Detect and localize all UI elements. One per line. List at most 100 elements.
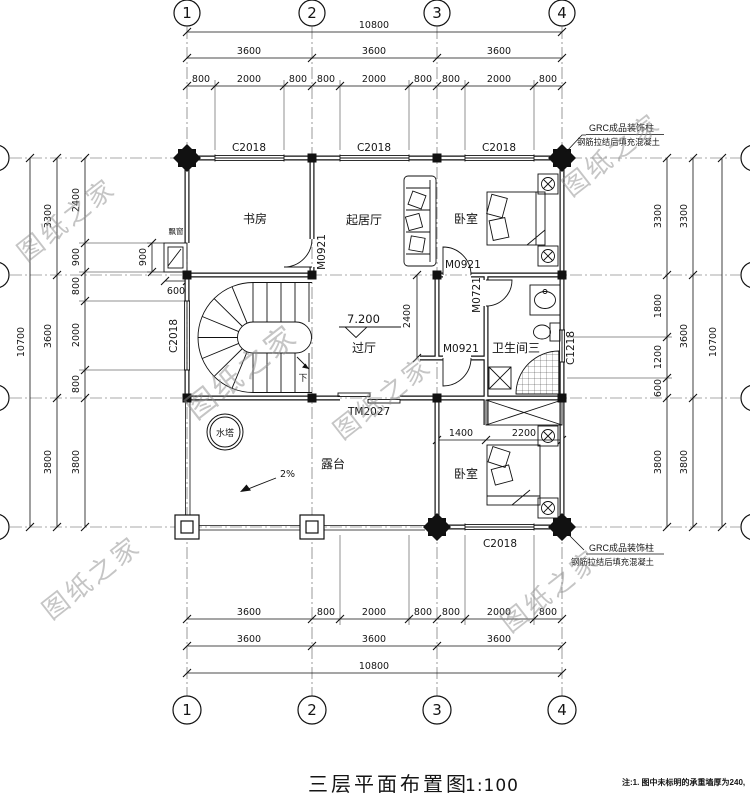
terrace-railing (185, 401, 425, 531)
grc-bottom-line1: GRC成品装饰柱 (589, 542, 654, 553)
watermarks: 图纸之家 图纸之家 图纸之家 图纸之家 图纸之家 图纸之家 (12, 107, 667, 638)
shower (515, 350, 560, 395)
drawing-title: 三层平面布置图 (308, 773, 469, 796)
watermark-6: 图纸之家 (496, 543, 606, 638)
axis-1-top: 1 (182, 4, 192, 22)
window-label-c2018-top2: C2018 (357, 142, 391, 154)
axis-2-bottom: 2 (307, 701, 317, 719)
svg-text:3600: 3600 (679, 324, 690, 348)
svg-text:1800: 1800 (653, 294, 664, 318)
watermark-3: 图纸之家 (180, 319, 304, 426)
svg-text:2400: 2400 (71, 188, 82, 212)
svg-text:3600: 3600 (362, 46, 386, 57)
door-label-m0921-bedroom: M0921 (445, 259, 481, 271)
vanity-sink (529, 284, 561, 316)
axis-3-bottom: 3 (432, 701, 442, 719)
floor-drain-shaft (488, 366, 512, 390)
door-label-m0721: M0721 (471, 277, 483, 313)
water-tower-label: 水塔 (216, 427, 234, 438)
svg-text:2000: 2000 (487, 74, 511, 85)
dim-overall-left: 10700 (16, 327, 27, 357)
door-label-tm2027: TM2027 (347, 406, 390, 418)
grc-top-line1: GRC成品装饰柱 (589, 122, 654, 133)
interior-dimensions: 2400 1400 2200 900 600 (138, 248, 536, 439)
svg-text:800: 800 (317, 607, 335, 618)
svg-text:2000: 2000 (362, 607, 386, 618)
svg-text:1400: 1400 (449, 428, 473, 439)
door-label-m0921-study: M0921 (316, 234, 328, 270)
sliding-door-leaf-1 (337, 392, 371, 397)
svg-text:2200: 2200 (512, 428, 536, 439)
water-tower (206, 413, 244, 451)
svg-text:900: 900 (71, 248, 82, 266)
window-label-c2018-left: C2018 (168, 319, 180, 353)
svg-text:2400: 2400 (402, 304, 413, 328)
svg-text:800: 800 (414, 74, 432, 85)
grc-annotations: GRC成品装饰柱 钢筋拉结后填充混凝土 GRC成品装饰柱 钢筋拉结后填充混凝土 (571, 122, 660, 567)
svg-text:3600: 3600 (487, 634, 511, 645)
svg-text:900: 900 (138, 248, 149, 266)
bay-window (163, 242, 188, 273)
svg-text:1200: 1200 (653, 345, 664, 369)
axis-4-top: 4 (557, 4, 567, 22)
svg-text:3300: 3300 (679, 204, 690, 228)
left-dimensions: 2400 900 800 2000 800 3800 3300 3600 380… (16, 188, 82, 474)
windows (184, 154, 565, 531)
bay-window-label: 飘窗 (169, 226, 184, 236)
svg-text:600: 600 (653, 379, 664, 397)
room-label-study: 书房 (243, 211, 267, 226)
svg-text:800: 800 (317, 74, 335, 85)
svg-text:2000: 2000 (237, 74, 261, 85)
svg-text:3800: 3800 (653, 450, 664, 474)
slope-label: 2% (280, 469, 295, 480)
room-label-bedroom-bottom: 卧室 (454, 466, 478, 481)
axis-4-bottom: 4 (557, 701, 567, 719)
terrace-columns (174, 514, 325, 540)
svg-text:2000: 2000 (362, 74, 386, 85)
svg-text:3800: 3800 (679, 450, 690, 474)
bed-top (486, 173, 559, 267)
sofa (403, 175, 437, 267)
svg-text:800: 800 (442, 607, 460, 618)
svg-text:3300: 3300 (43, 204, 54, 228)
svg-text:2000: 2000 (71, 323, 82, 347)
room-label-bathroom: 卫生间三 (492, 341, 540, 355)
drawing-scale: 1:100 (465, 776, 519, 796)
top-dimensions: 10800 3600 3600 3600 800 2000 800 800 20… (192, 20, 557, 85)
staircase (197, 282, 312, 393)
svg-text:3600: 3600 (237, 607, 261, 618)
svg-text:3800: 3800 (43, 450, 54, 474)
grc-bottom-line2: 钢筋拉结后填充混凝土 (571, 557, 654, 567)
room-label-hall: 过厅 (352, 341, 376, 355)
dim-overall-right: 10700 (708, 327, 719, 357)
dim-overall-bottom: 10800 (359, 661, 389, 672)
bed-bottom (485, 399, 563, 519)
svg-text:800: 800 (71, 375, 82, 393)
axis-1-bottom: 1 (182, 701, 192, 719)
room-label-living: 起居厅 (346, 213, 382, 227)
doors (283, 238, 513, 404)
stair-down-label: 下 (298, 373, 307, 383)
svg-text:3600: 3600 (43, 324, 54, 348)
slope-arrow (240, 477, 277, 492)
sheet-note: 注:1. 图中未标明的承重墙厚为240, (622, 777, 745, 787)
room-label-terrace: 露台 (321, 456, 345, 471)
right-dimensions: 3300 1800 1200 600 3800 3300 3600 3800 1… (653, 204, 719, 474)
watermark-2: 图纸之家 (557, 107, 667, 202)
wardrobe (485, 399, 563, 426)
svg-text:3600: 3600 (487, 46, 511, 57)
opening-labels: C2018 C2018 C2018 C2018 C2018 C1218 M092… (168, 142, 577, 550)
grc-top-line2: 钢筋拉结后填充混凝土 (577, 137, 660, 147)
svg-text:3600: 3600 (362, 634, 386, 645)
watermark-1: 图纸之家 (12, 172, 122, 267)
door-label-m0921-hall: M0921 (443, 343, 479, 355)
window-label-c2018-top3: C2018 (482, 142, 516, 154)
svg-text:800: 800 (539, 607, 557, 618)
columns (173, 144, 576, 541)
svg-text:3600: 3600 (237, 634, 261, 645)
bathroom-fixtures (488, 284, 561, 395)
window-label-c2018-top1: C2018 (232, 142, 266, 154)
watermark-5: 图纸之家 (37, 530, 147, 625)
